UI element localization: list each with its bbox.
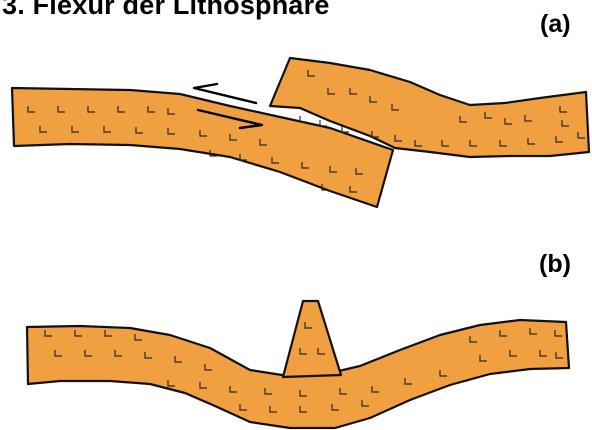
- panel-b-volcanic-load: [283, 301, 341, 377]
